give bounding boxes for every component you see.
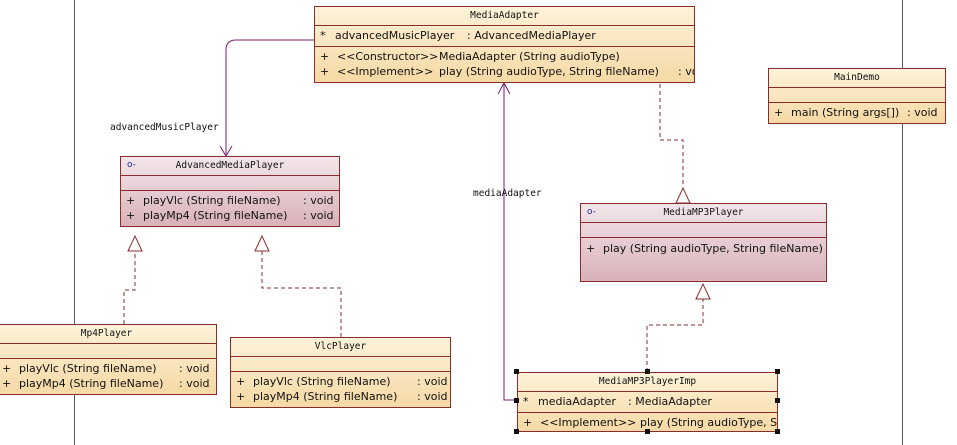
- attributes-compartment: [231, 357, 450, 372]
- class-title: MediaAdapter: [315, 7, 694, 26]
- operation-row[interactable]: + playMp4 (String fileName) : void: [2, 377, 210, 390]
- resize-handle-bottom-center[interactable]: [645, 429, 650, 434]
- realization-head-advanced-from-vlc: [254, 234, 270, 252]
- class-media-adapter[interactable]: MediaAdapter * advancedMusicPlayer : Adv…: [314, 6, 695, 83]
- operations-compartment: + playVlc (String fileName) : void + pla…: [0, 359, 216, 394]
- operation-row[interactable]: + <<Implement>> play (String audioType, …: [523, 416, 777, 429]
- operations-compartment: + play (String audioType, String fileNam…: [581, 238, 826, 281]
- attributes-compartment: [769, 88, 945, 103]
- operation-row[interactable]: + playMp4 (String fileName) : void: [236, 390, 448, 403]
- realization-head-mp3-from-adapter: [675, 186, 691, 204]
- operations-compartment: + playVlc (String fileName) : void + pla…: [231, 372, 450, 407]
- operation-row[interactable]: + play (String audioType, String fileNam…: [586, 242, 823, 255]
- operation-row[interactable]: + <<Constructor>> MediaAdapter (String a…: [320, 50, 620, 63]
- resize-handle-top-left[interactable]: [514, 369, 519, 374]
- resize-handle-middle-left[interactable]: [514, 398, 519, 403]
- association-adapter-to-advanced: [225, 39, 314, 156]
- interface-media-mp3-player[interactable]: o- MediaMP3Player + play (String audioTy…: [580, 203, 827, 282]
- class-mp4-player[interactable]: Mp4Player + playVlc (String fileName) : …: [0, 324, 217, 395]
- attribute-row[interactable]: * mediaAdapter : MediaAdapter: [523, 395, 712, 408]
- realization-adapter-to-mp3: [659, 84, 684, 187]
- operation-row[interactable]: + playVlc (String fileName) : void: [236, 375, 448, 388]
- lane-divider-left: [74, 0, 75, 445]
- interface-advanced-media-player[interactable]: o- AdvancedMediaPlayer + playVlc (String…: [120, 156, 340, 227]
- resize-handle-middle-right[interactable]: [775, 398, 780, 403]
- realization-head-advanced-from-mp4: [127, 234, 143, 252]
- resize-handle-top-center[interactable]: [645, 369, 650, 374]
- resize-handle-bottom-right[interactable]: [775, 429, 780, 434]
- operation-row[interactable]: + playVlc (String fileName) : void: [126, 194, 334, 207]
- operation-row[interactable]: + main (String args[]) : void: [774, 106, 938, 119]
- class-media-mp3-player-imp[interactable]: MediaMP3PlayerImp * mediaAdapter : Media…: [517, 372, 778, 432]
- operations-compartment: + <<Constructor>> MediaAdapter (String a…: [315, 47, 694, 82]
- class-title: Mp4Player: [0, 325, 216, 344]
- class-title: MainDemo: [769, 69, 945, 88]
- attribute-row[interactable]: * advancedMusicPlayer : AdvancedMediaPla…: [320, 29, 596, 42]
- association-imp-to-adapter: [503, 83, 517, 401]
- interface-icon: o-: [127, 160, 136, 170]
- class-title: o- MediaMP3Player: [581, 204, 826, 223]
- attributes-compartment: * advancedMusicPlayer : AdvancedMediaPla…: [315, 26, 694, 47]
- realization-imp-to-mp3: [646, 299, 704, 372]
- attributes-compartment: * mediaAdapter : MediaAdapter: [518, 392, 777, 413]
- resize-handle-top-right[interactable]: [775, 369, 780, 374]
- operation-row[interactable]: + <<Implement>> play (String audioType, …: [320, 65, 694, 78]
- class-title: o- AdvancedMediaPlayer: [121, 157, 339, 176]
- operation-row[interactable]: + playMp4 (String fileName) : void: [126, 209, 334, 222]
- operations-compartment: + main (String args[]) : void: [769, 103, 945, 123]
- operation-row[interactable]: + playVlc (String fileName) : void: [2, 362, 210, 375]
- realization-head-mp3-from-imp: [695, 282, 711, 300]
- realization-mp4-to-advanced: [123, 251, 136, 324]
- class-main-demo[interactable]: MainDemo + main (String args[]) : void: [768, 68, 946, 124]
- attributes-compartment: [581, 223, 826, 238]
- role-label-advanced-music-player: advancedMusicPlayer: [110, 122, 219, 133]
- role-label-media-adapter: mediaAdapter: [473, 188, 542, 199]
- attributes-compartment: [0, 344, 216, 359]
- class-title: MediaMP3PlayerImp: [518, 373, 777, 392]
- operations-compartment: + <<Implement>> play (String audioType, …: [518, 413, 777, 433]
- realization-vlc-to-advanced: [261, 251, 342, 337]
- operations-compartment: + playVlc (String fileName) : void + pla…: [121, 191, 339, 226]
- association-arrowhead-adapter: [497, 81, 511, 95]
- class-title: VlcPlayer: [231, 338, 450, 357]
- lane-divider-right: [902, 0, 903, 445]
- resize-handle-bottom-left[interactable]: [514, 429, 519, 434]
- interface-icon: o-: [587, 207, 596, 217]
- attributes-compartment: [121, 176, 339, 191]
- class-vlc-player[interactable]: VlcPlayer + playVlc (String fileName) : …: [230, 337, 451, 408]
